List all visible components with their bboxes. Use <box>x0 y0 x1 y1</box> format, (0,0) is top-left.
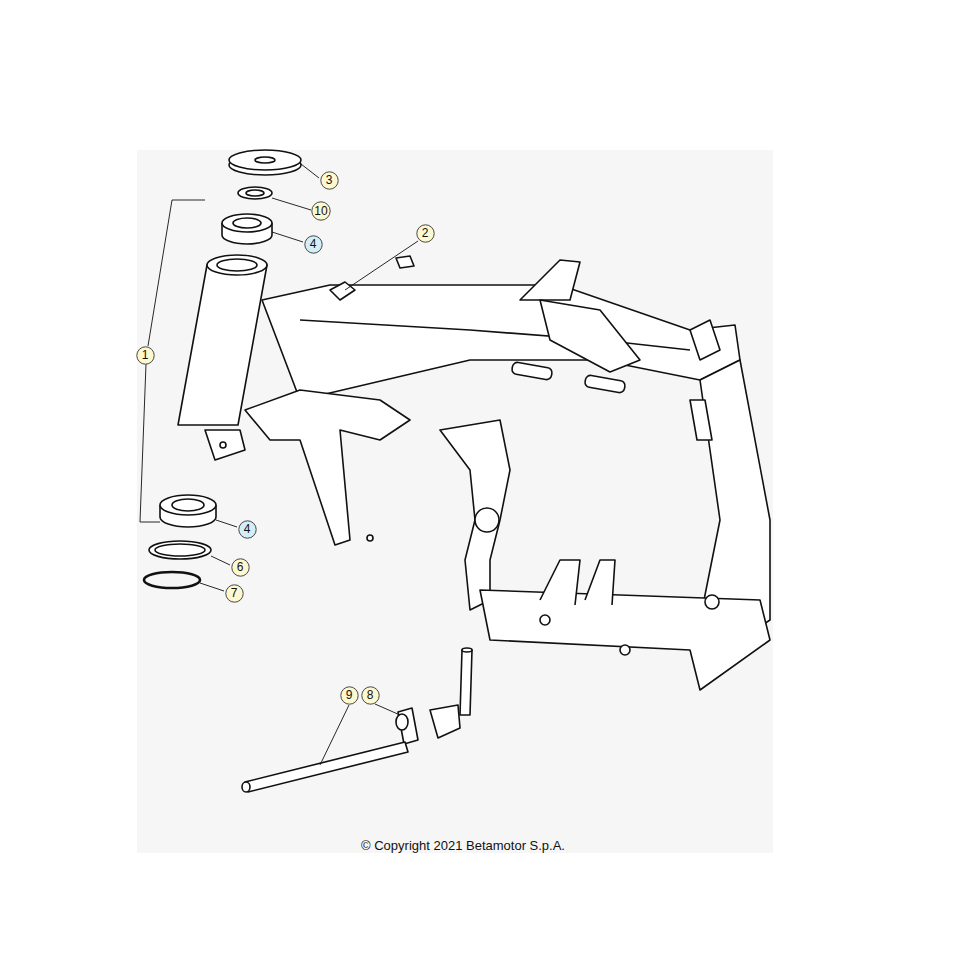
callout-circle: 4 <box>238 520 257 539</box>
callout-circle: 6 <box>231 558 250 577</box>
copyright-caption: © Copyright 2021 Betamotor S.p.A. <box>361 838 565 853</box>
callout-circle: 2 <box>416 224 435 243</box>
callout-number: 3 <box>326 174 333 186</box>
callout-number: 6 <box>237 561 244 573</box>
callout-number: 9 <box>346 689 353 701</box>
callout-circle: 8 <box>361 686 380 705</box>
callout-number: 10 <box>314 205 327 217</box>
callout-number: 7 <box>231 587 238 599</box>
callout-number: 4 <box>244 523 251 535</box>
leader-lines <box>140 164 418 765</box>
callout-number: 1 <box>142 349 149 361</box>
callout-circle: 1 <box>136 346 155 365</box>
callout-number: 8 <box>367 689 374 701</box>
callout-circle: 3 <box>320 171 339 190</box>
callout-number: 2 <box>422 227 429 239</box>
frame-drawing <box>144 150 770 792</box>
callout-number: 4 <box>310 238 317 250</box>
callout-circle: 4 <box>304 235 323 254</box>
callout-circle: 9 <box>340 686 359 705</box>
panel-ground <box>137 150 773 853</box>
callout-circle: 7 <box>225 584 244 603</box>
callout-circle: 10 <box>311 201 331 221</box>
